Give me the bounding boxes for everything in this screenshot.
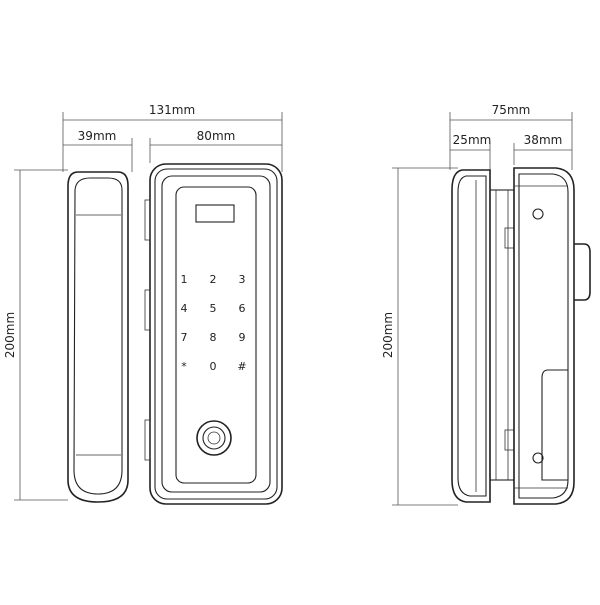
lock-body-front	[144, 163, 283, 505]
dim-handle-width: 39mm	[78, 129, 117, 143]
screw-top-icon	[532, 208, 544, 220]
keypad: 1 2 3 4 5 6 7 8 9 * 0 #	[181, 273, 247, 373]
lock-body-side	[513, 167, 591, 505]
front-dimension-lines	[14, 112, 283, 501]
key-6[interactable]: 6	[239, 302, 246, 315]
dim-side-left: 25mm	[453, 133, 492, 147]
key-5[interactable]: 5	[210, 302, 217, 315]
glass-gap	[489, 189, 515, 481]
key-4[interactable]: 4	[181, 302, 188, 315]
handle-front	[67, 171, 129, 503]
dim-total-width: 131mm	[149, 103, 195, 117]
key-hash[interactable]: #	[237, 360, 246, 373]
dim-side-total: 75mm	[492, 103, 531, 117]
handle-side	[451, 169, 491, 503]
latch-knob	[574, 243, 591, 301]
dim-side-height: 200mm	[381, 312, 395, 358]
screw-bottom-icon	[532, 452, 544, 464]
key-7[interactable]: 7	[181, 331, 188, 344]
dim-body-width: 80mm	[197, 129, 236, 143]
side-dimension-lines	[392, 112, 573, 506]
dim-side-right: 38mm	[524, 133, 563, 147]
key-1[interactable]: 1	[181, 273, 188, 286]
dim-front-height: 200mm	[3, 312, 17, 358]
display-window	[195, 204, 235, 223]
fingerprint-sensor-icon[interactable]	[196, 420, 232, 456]
key-3[interactable]: 3	[239, 273, 246, 286]
key-star[interactable]: *	[181, 360, 187, 373]
key-9[interactable]: 9	[239, 331, 246, 344]
key-0[interactable]: 0	[210, 360, 217, 373]
key-2[interactable]: 2	[210, 273, 217, 286]
key-8[interactable]: 8	[210, 331, 217, 344]
